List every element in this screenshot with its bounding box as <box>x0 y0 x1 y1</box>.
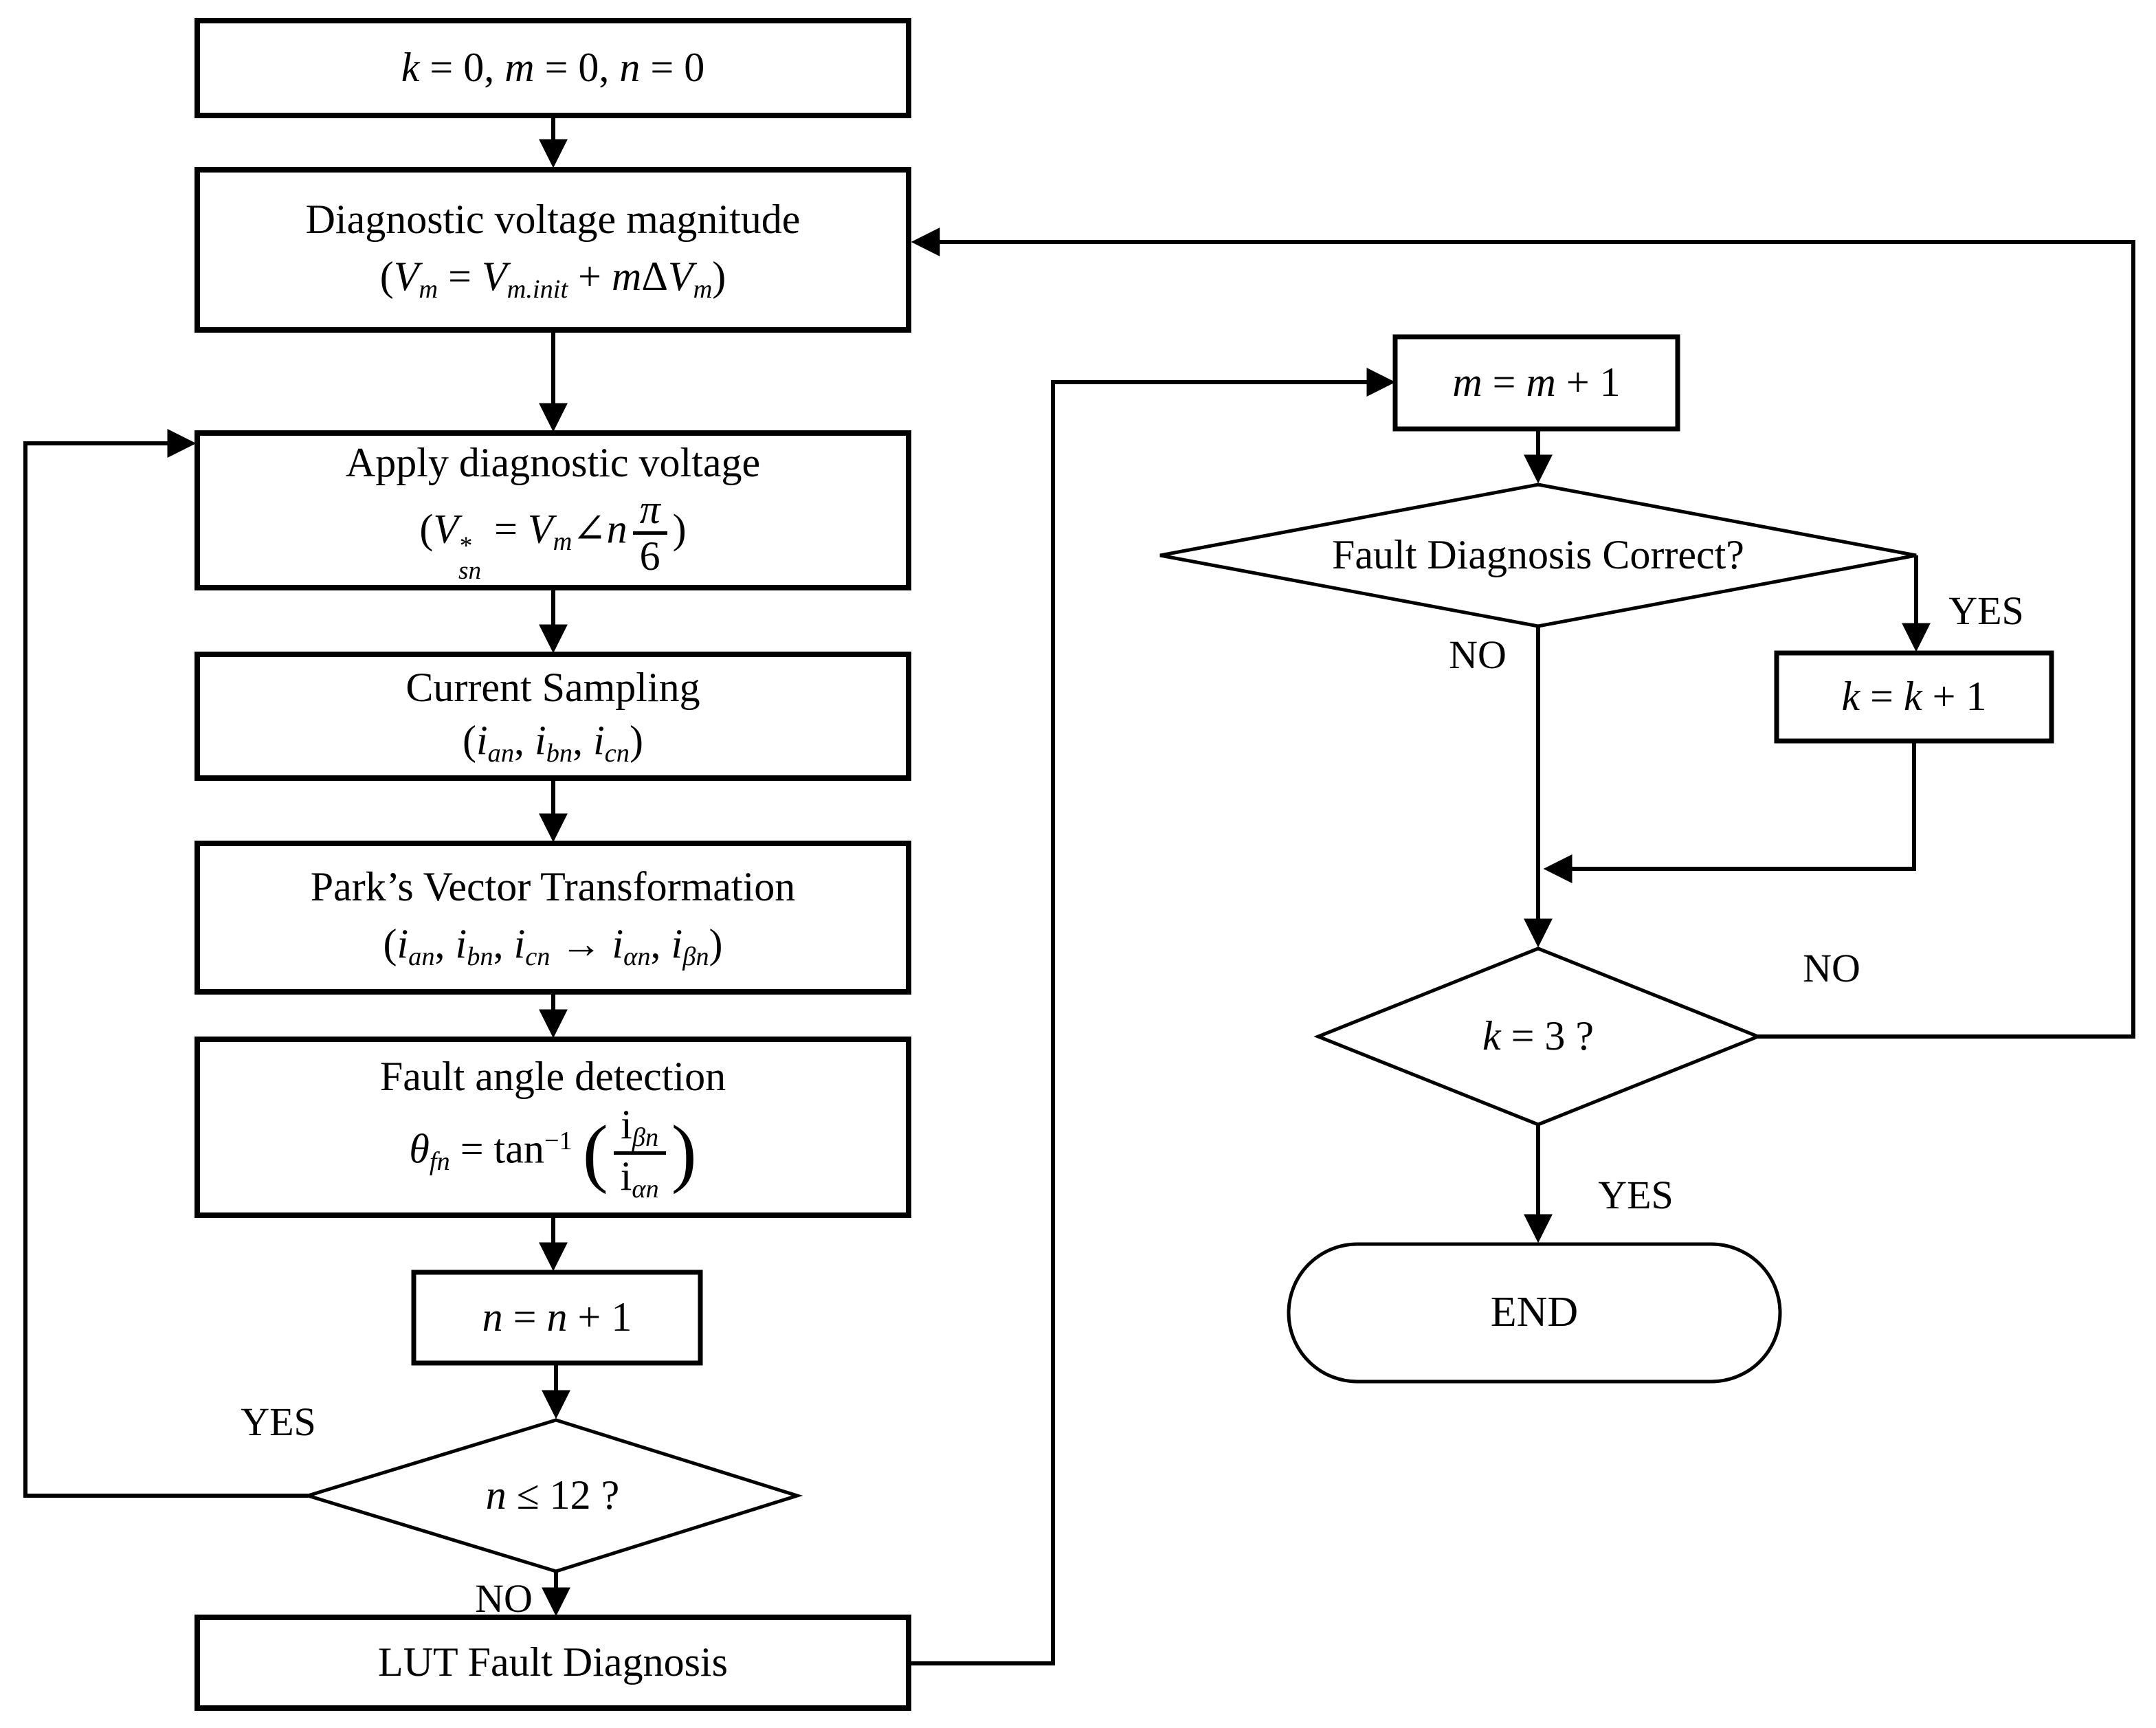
node-diag-voltage-label: Diagnostic voltage magnitude(Vm = Vm.ini… <box>305 196 801 304</box>
node-m-increment-label: m = m + 1 <box>1452 359 1621 406</box>
branch-label-fd-yes: YES <box>1948 588 2024 633</box>
edge-ndecision-yes-loop <box>23 429 308 1498</box>
node-apply-voltage-shape <box>195 430 911 590</box>
node-current-sampling-shape <box>195 652 911 781</box>
edge-kinc-merge <box>1543 741 1916 883</box>
node-lut-diagnosis-shape <box>195 1615 911 1711</box>
branch-label-k-yes: YES <box>1598 1172 1674 1217</box>
branch-label-n-yes: YES <box>241 1399 316 1444</box>
node-fd-decision-shape <box>1159 483 1917 628</box>
node-init-label: k = 0, m = 0, n = 0 <box>401 45 705 91</box>
node-k-increment-label: k = k + 1 <box>1841 674 1987 720</box>
node-n-increment-shape <box>411 1270 703 1366</box>
node-parks-transform-shape <box>195 841 911 995</box>
node-init-shape <box>195 18 911 118</box>
edge-kdecision-no-loop <box>911 228 2135 1039</box>
node-m-increment-shape <box>1392 334 1680 432</box>
branch-label-n-no: NO <box>475 1575 533 1621</box>
branch-label-k-no: NO <box>1803 945 1860 990</box>
edge-lut-to-minc <box>909 368 1396 1665</box>
node-end-shape <box>1287 1242 1782 1384</box>
node-k-decision-shape <box>1313 946 1763 1127</box>
node-k-decision-label: k = 3 ? <box>1482 1013 1594 1059</box>
branch-label-fd-no: NO <box>1449 632 1507 677</box>
node-parks-transform-label: Park’s Vector Transformation(ian, ibn, i… <box>310 864 796 972</box>
node-current-sampling-label: Current Sampling(ian, ibn, icn) <box>405 665 700 768</box>
node-fault-angle-shape <box>195 1037 911 1218</box>
node-lut-diagnosis-label: LUT Fault Diagnosis <box>378 1639 728 1685</box>
node-n-decision-shape <box>302 1418 803 1573</box>
node-n-increment-label: n = n + 1 <box>482 1294 632 1340</box>
node-k-increment-shape <box>1774 650 2054 744</box>
node-fd-decision-label: Fault Diagnosis Correct? <box>1332 532 1744 578</box>
node-end-label: END <box>1490 1289 1579 1336</box>
node-diag-voltage-shape <box>195 167 911 333</box>
node-n-decision-label: n ≤ 12 ? <box>485 1472 620 1518</box>
